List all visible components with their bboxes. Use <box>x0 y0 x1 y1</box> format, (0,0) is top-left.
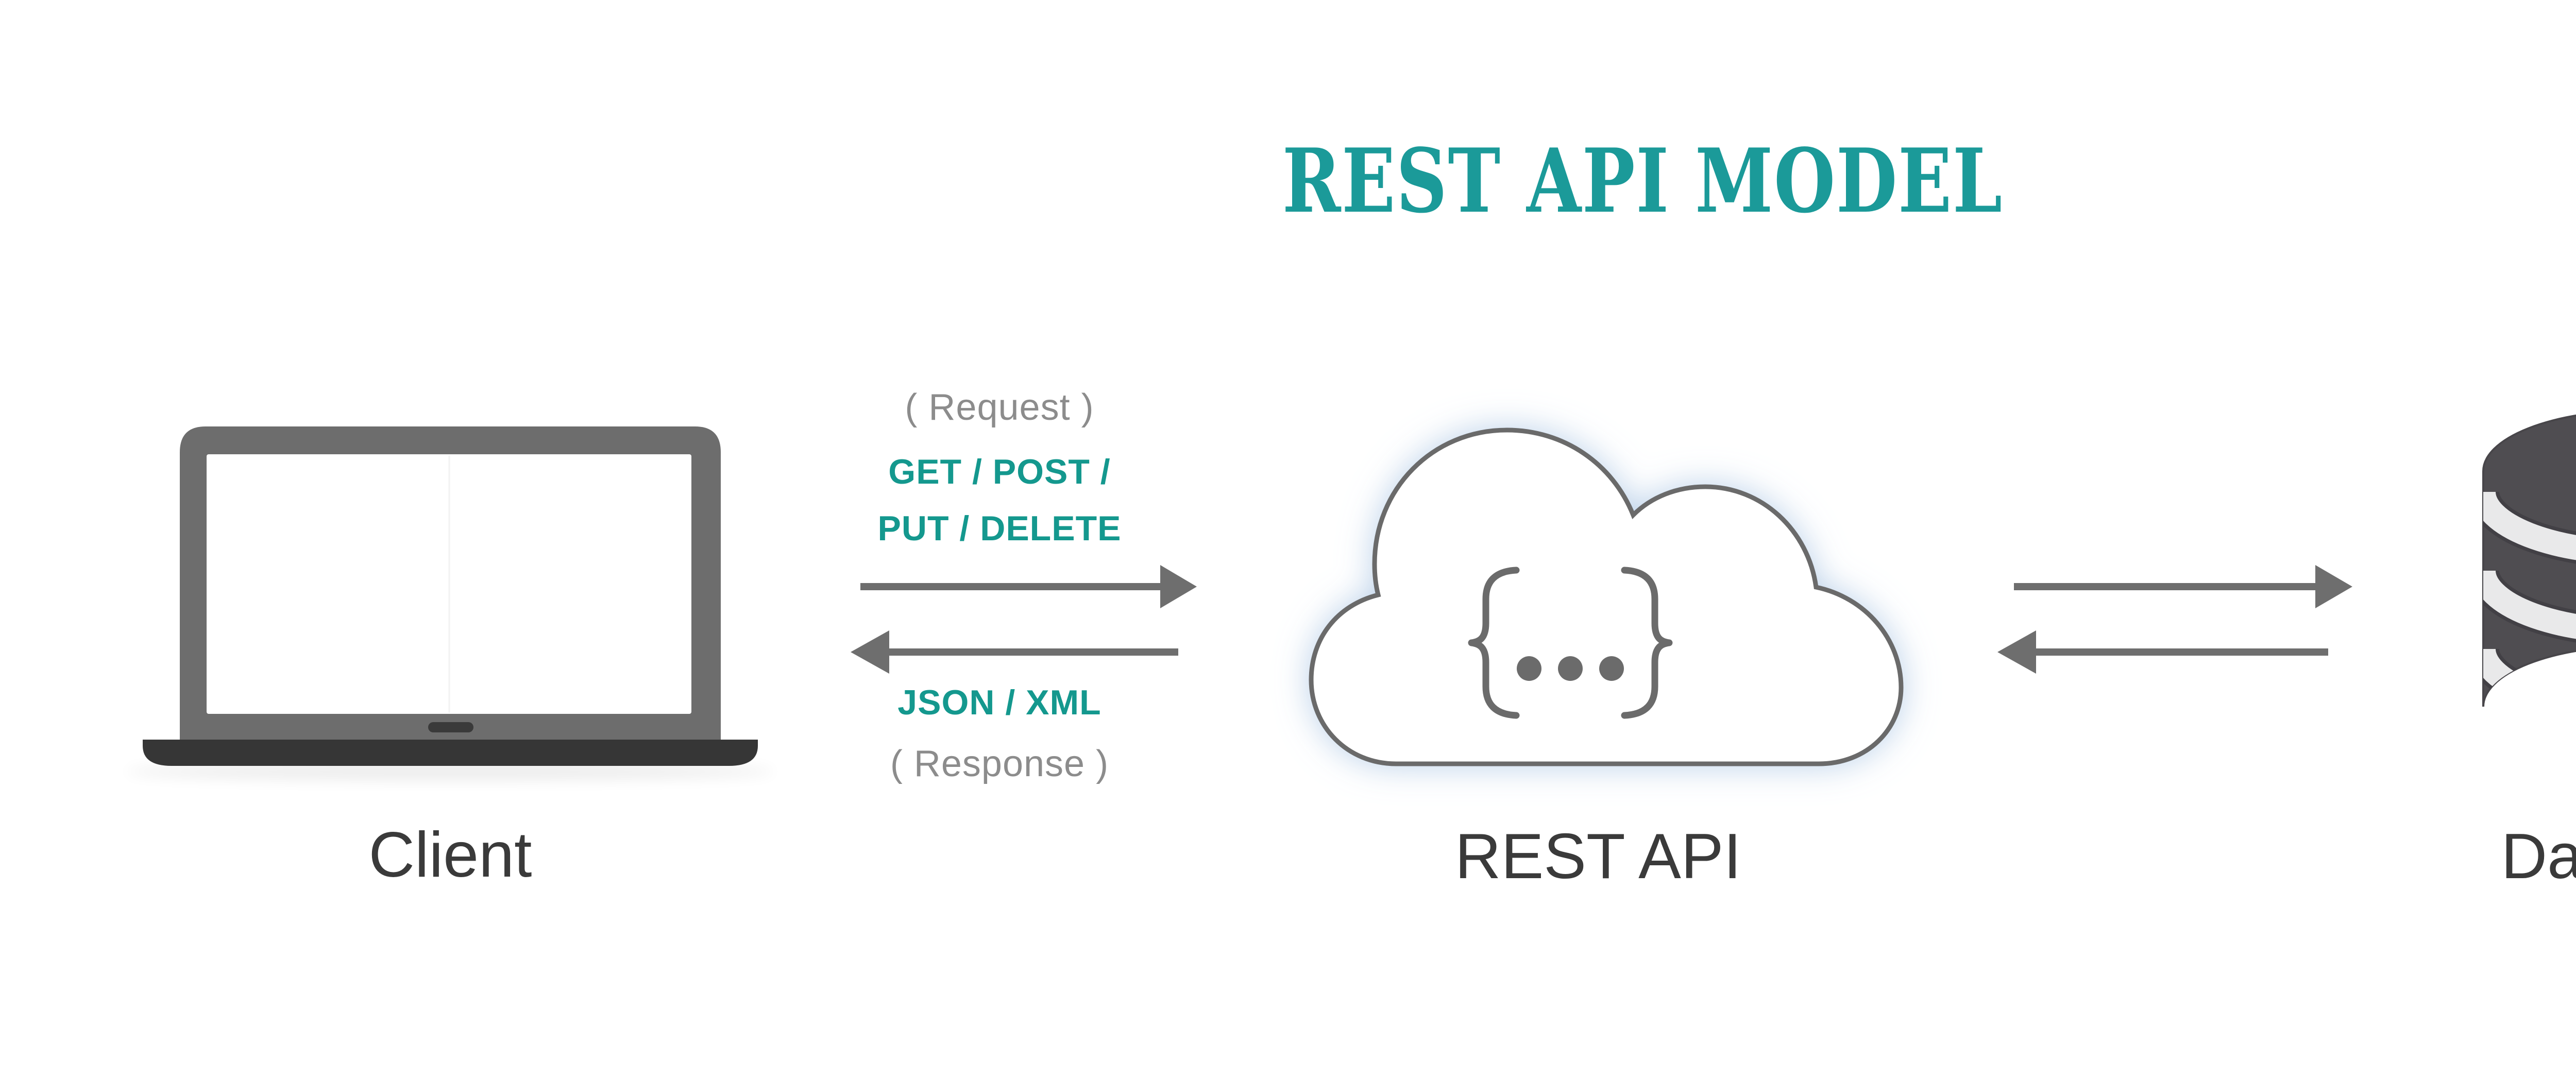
laptop-shadow <box>126 763 775 780</box>
http-methods-line2: PUT / DELETE <box>877 509 1122 548</box>
cloud-icon <box>1309 427 1904 766</box>
request-annotation: ( Request ) <box>905 387 1094 428</box>
ellipsis-dots <box>1517 656 1624 681</box>
page-title-text: REST API MODEL <box>1282 129 2003 233</box>
http-methods-line1: GET / POST / <box>888 452 1111 491</box>
rest-api-node-label: REST API <box>1455 821 1741 892</box>
from-database-arrow-left-icon <box>1997 630 2328 674</box>
laptop-screen <box>207 454 691 714</box>
laptop-icon <box>126 426 775 780</box>
laptop-base <box>143 740 758 766</box>
laptop-notch <box>428 722 473 732</box>
left-brace <box>1468 567 1520 719</box>
to-database-arrow-right-icon <box>2014 565 2352 608</box>
database-node-label: Database <box>2501 821 2576 892</box>
response-arrow-left-icon <box>851 630 1178 674</box>
right-brace <box>1621 567 1673 719</box>
response-annotation: ( Response ) <box>890 743 1109 784</box>
page-title: REST API MODEL <box>1192 135 2002 228</box>
request-arrow-right-icon <box>860 565 1197 608</box>
response-formats: JSON / XML <box>897 683 1101 722</box>
database-gaps <box>2483 491 2576 707</box>
cloud-shape <box>1309 427 1904 766</box>
database-icon <box>2482 414 2576 707</box>
code-braces-icon <box>1468 567 1673 719</box>
client-node-label: Client <box>368 819 532 891</box>
